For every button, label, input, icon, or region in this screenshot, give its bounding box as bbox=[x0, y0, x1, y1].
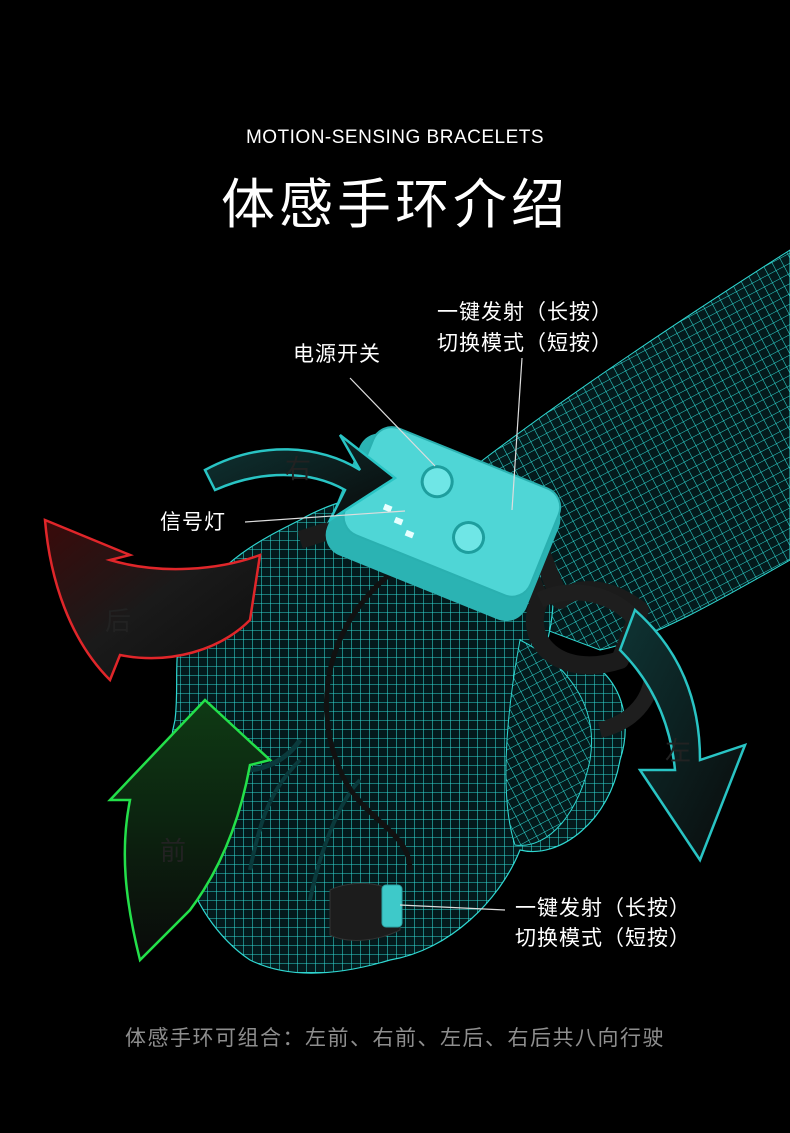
callout-top-button-line1: 一键发射（长按） bbox=[437, 300, 613, 324]
thumb-wireframe bbox=[505, 639, 592, 846]
arrow-back-icon: 后 bbox=[43, 518, 262, 683]
arrow-label-back: 后 bbox=[105, 607, 131, 637]
combination-note: 体感手环可组合：左前、右前、左后、右后共八向行驶 bbox=[125, 1026, 665, 1050]
callout-finger-button-line2: 切换模式（短按） bbox=[515, 926, 691, 950]
callout-top-button-line2: 切换模式（短按） bbox=[437, 331, 613, 355]
finger-button-icon bbox=[381, 884, 403, 928]
arrow-left-icon: 左 bbox=[618, 607, 748, 863]
signal-light-icon bbox=[382, 503, 393, 513]
arrow-label-left: 左 bbox=[665, 737, 691, 767]
arrow-label-right: 右 bbox=[285, 455, 311, 485]
cable bbox=[323, 568, 413, 871]
leader-finger-button bbox=[399, 904, 506, 911]
arrow-front-icon: 前 bbox=[107, 698, 273, 963]
arrow-right-icon: 右 bbox=[203, 434, 398, 524]
callout-finger-button-line1: 一键发射（长按） bbox=[515, 896, 691, 920]
leader-power-switch bbox=[349, 377, 436, 467]
arrow-label-front: 前 bbox=[160, 837, 186, 867]
callout-power-switch: 电源开关 bbox=[293, 342, 381, 366]
page-subtitle: MOTION-SENSING BRACELETS bbox=[245, 127, 545, 148]
leader-indicator bbox=[244, 510, 406, 523]
page-title: 体感手环介绍 bbox=[221, 173, 569, 236]
power-button-icon bbox=[420, 465, 454, 499]
leader-top-button bbox=[511, 357, 523, 511]
launch-button-icon bbox=[452, 520, 486, 554]
callout-indicator-light: 信号灯 bbox=[160, 510, 226, 534]
